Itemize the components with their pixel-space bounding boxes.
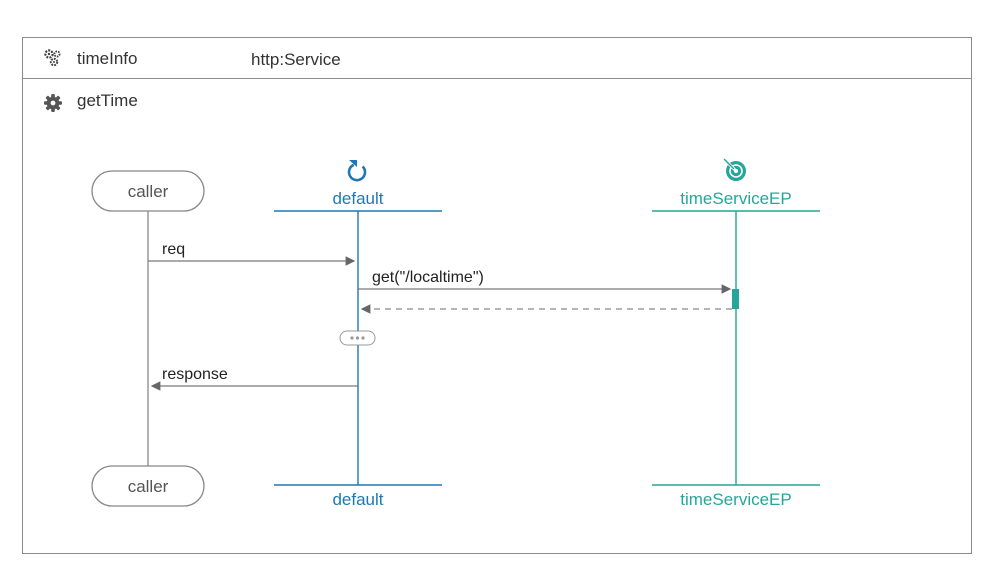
req-label: req: [162, 241, 185, 258]
caller-top-label: caller: [128, 182, 169, 201]
service-type: http:Service: [251, 50, 341, 69]
resource-name[interactable]: getTime: [77, 91, 138, 110]
endpoint-target-icon: [722, 157, 746, 181]
restart-arrow-icon: [347, 160, 367, 182]
worker-top-label[interactable]: default: [332, 189, 383, 208]
caller-top-box[interactable]: [91, 170, 205, 212]
endpoint-top-label[interactable]: timeServiceEP: [680, 189, 791, 208]
caller-bottom-box[interactable]: [91, 465, 205, 507]
worker-bottom-label[interactable]: default: [332, 490, 383, 509]
service-header: timeInfo http:Service: [23, 38, 971, 79]
service-gears-icon: [44, 49, 61, 67]
service-name[interactable]: timeInfo: [77, 49, 138, 68]
ellipsis-icon[interactable]: [339, 330, 376, 346]
endpoint-activation: [732, 289, 739, 309]
call-label: get("/localtime"): [372, 269, 484, 286]
endpoint-bottom-label[interactable]: timeServiceEP: [680, 490, 791, 509]
gear-icon: [44, 94, 62, 112]
response-label: response: [162, 366, 228, 383]
caller-bottom-label: caller: [128, 477, 169, 496]
